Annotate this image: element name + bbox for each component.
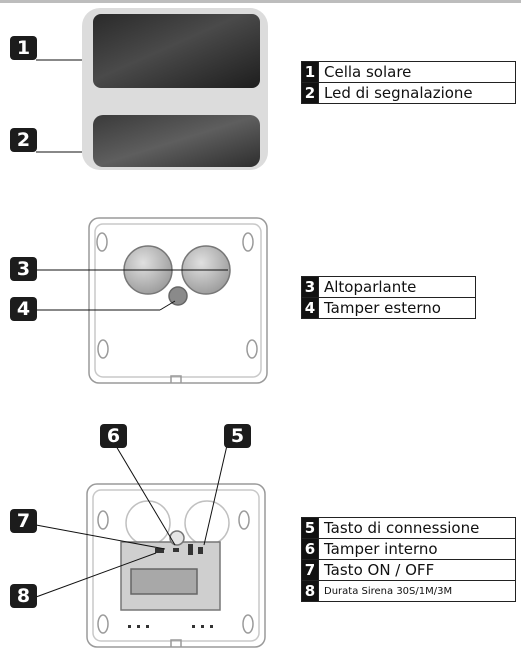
- mount-hole: [242, 232, 254, 252]
- legend-row: 6 Tamper interno: [301, 538, 516, 560]
- mount-hole: [97, 339, 109, 359]
- legend-row: 7 Tasto ON / OFF: [301, 559, 516, 581]
- callout-8: 8: [10, 584, 37, 608]
- rear-view: [88, 217, 268, 384]
- legend-table-internal: 5 Tasto di connessione 6 Tamper interno …: [301, 517, 516, 602]
- connection-button: [188, 544, 193, 555]
- external-tamper: [168, 286, 188, 306]
- legend-label: Tamper interno: [318, 538, 516, 560]
- legend-label: Tasto di connessione: [318, 517, 516, 539]
- legend-row: 3 Altoparlante: [301, 276, 476, 298]
- legend-label: Cella solare: [318, 61, 516, 83]
- legend-number: 6: [301, 538, 319, 560]
- legend-row: 4 Tamper esterno: [301, 297, 476, 319]
- legend-number: 2: [301, 82, 319, 104]
- legend-row: 2 Led di segnalazione: [301, 82, 516, 104]
- callout-4: 4: [10, 297, 37, 321]
- legend-table-rear: 3 Altoparlante 4 Tamper esterno: [301, 276, 476, 319]
- leader-lines: [35, 59, 229, 598]
- front-view: [82, 8, 268, 170]
- legend-row: 1 Cella solare: [301, 61, 516, 83]
- callout-3: 3: [10, 257, 37, 281]
- legend-label: Durata Sirena 30S/1M/3M: [318, 580, 516, 602]
- callout-7: 7: [10, 509, 37, 533]
- internal-tamper: [169, 530, 185, 546]
- onoff-switch: [155, 548, 164, 553]
- legend-row: 8 Durata Sirena 30S/1M/3M: [301, 580, 516, 602]
- legend-label: Tamper esterno: [318, 297, 476, 319]
- solar-cell-panel: [93, 14, 260, 88]
- legend-table-front: 1 Cella solare 2 Led di segnalazione: [301, 61, 516, 104]
- legend-number: 7: [301, 559, 319, 581]
- legend-number: 1: [301, 61, 319, 83]
- signal-led-panel: [93, 115, 260, 167]
- callout-2: 2: [10, 128, 37, 152]
- legend-number: 4: [301, 297, 319, 319]
- internal-view: [86, 483, 266, 648]
- mount-hole: [246, 339, 258, 359]
- legend-label: Tasto ON / OFF: [318, 559, 516, 581]
- legend-number: 8: [301, 580, 319, 602]
- legend-number: 3: [301, 276, 319, 298]
- callout-5: 5: [224, 424, 251, 448]
- legend-row: 5 Tasto di connessione: [301, 517, 516, 539]
- legend-label: Led di segnalazione: [318, 82, 516, 104]
- callout-1: 1: [10, 36, 37, 60]
- top-rule: [0, 0, 521, 3]
- legend-number: 5: [301, 517, 319, 539]
- legend-label: Altoparlante: [318, 276, 476, 298]
- callout-6: 6: [100, 424, 127, 448]
- mount-hole: [96, 232, 108, 252]
